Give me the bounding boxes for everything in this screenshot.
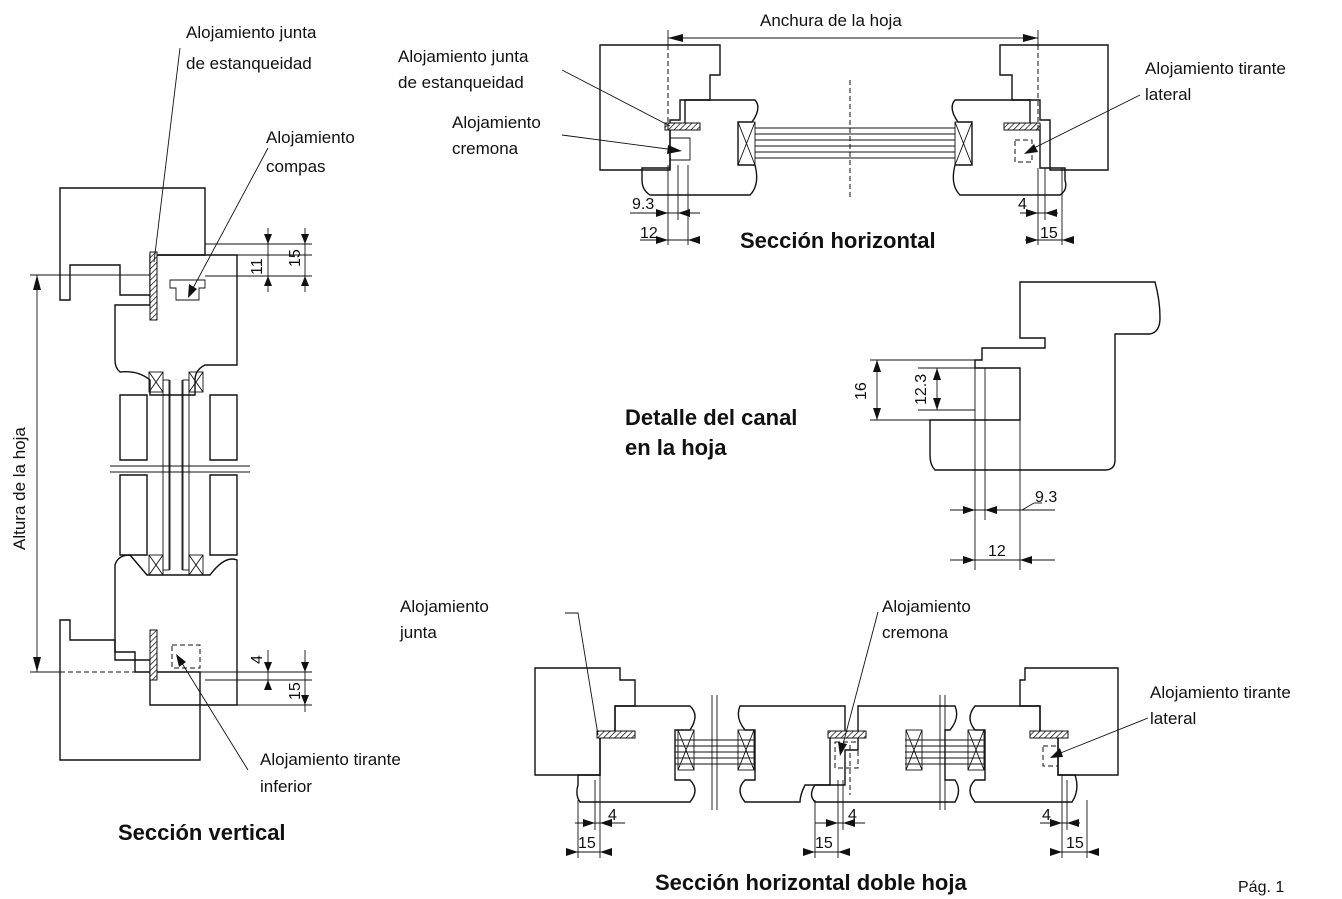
- d-tirante-label-1: Alojamiento tirante: [1150, 683, 1291, 702]
- title-detalle-2: en la hoja: [625, 435, 727, 460]
- v-dim-4: 4: [249, 655, 266, 664]
- h-junta-label-2: de estanqueidad: [398, 73, 524, 92]
- horizontal-section: [561, 30, 1141, 245]
- d-junta-label-1: Alojamiento: [400, 597, 489, 616]
- sash-bottom: [114, 554, 238, 706]
- h-cremona-label-2: cremona: [452, 139, 519, 158]
- altura-label: Altura de la hoja: [10, 427, 29, 550]
- frame-upper: [59, 187, 206, 301]
- title-seccion-horizontal: Sección horizontal: [740, 228, 936, 253]
- d-dim-12-3: 12.3: [913, 374, 930, 405]
- d-cremona-label-2: cremona: [882, 623, 949, 642]
- dd-dim-15-center: 15: [815, 835, 833, 852]
- title-seccion-vertical: Sección vertical: [118, 820, 286, 845]
- h-tirante-label-1: Alojamiento tirante: [1145, 59, 1286, 78]
- dd-dim-4-center: 4: [848, 807, 857, 824]
- double-leaf-section: [534, 611, 1149, 858]
- anchura-label: Anchura de la hoja: [760, 11, 902, 30]
- v-compas-label-2: compas: [266, 157, 326, 176]
- channel-detail: [870, 281, 1161, 570]
- v-dim-11: 11: [249, 258, 266, 275]
- h-junta-label-1: Alojamiento junta: [398, 47, 529, 66]
- h-cremona-label-1: Alojamiento: [452, 113, 541, 132]
- v-tirante-label-2: inferior: [260, 777, 312, 796]
- d-dim-12: 12: [988, 543, 1006, 560]
- page-number: Pág. 1: [1238, 879, 1284, 896]
- v-junta-label-1: Alojamiento junta: [186, 23, 317, 42]
- h-dim-4: 4: [1018, 196, 1027, 213]
- dd-dim-15-left: 15: [578, 835, 596, 852]
- v-dim-15-top: 15: [287, 249, 304, 267]
- v-dim-15-bottom: 15: [287, 682, 304, 700]
- d-junta-label-2: junta: [399, 623, 437, 642]
- dd-dim-4-left: 4: [608, 807, 617, 824]
- h-dim-12: 12: [640, 225, 658, 242]
- title-seccion-doble: Sección horizontal doble hoja: [655, 870, 967, 895]
- d-dim-9-3: 9.3: [1035, 489, 1057, 506]
- h-dim-9-3: 9.3: [632, 196, 654, 213]
- v-compas-label-1: Alojamiento: [266, 128, 355, 147]
- d-tirante-label-2: lateral: [1150, 709, 1196, 728]
- d-dim-16: 16: [853, 382, 870, 400]
- dd-dim-15-right: 15: [1066, 835, 1084, 852]
- h-tirante-label-2: lateral: [1145, 85, 1191, 104]
- vertical-section: [30, 47, 312, 771]
- h-dim-15: 15: [1040, 225, 1058, 242]
- sash-top: [114, 254, 238, 396]
- frame-lower: [59, 619, 201, 761]
- dd-dim-4-right: 4: [1042, 807, 1051, 824]
- d-cremona-label-1: Alojamiento: [882, 597, 971, 616]
- v-tirante-label-1: Alojamiento tirante: [260, 750, 401, 769]
- sash-middle: [119, 394, 238, 461]
- v-junta-label-2: de estanqueidad: [186, 54, 312, 73]
- title-detalle-1: Detalle del canal: [625, 405, 797, 430]
